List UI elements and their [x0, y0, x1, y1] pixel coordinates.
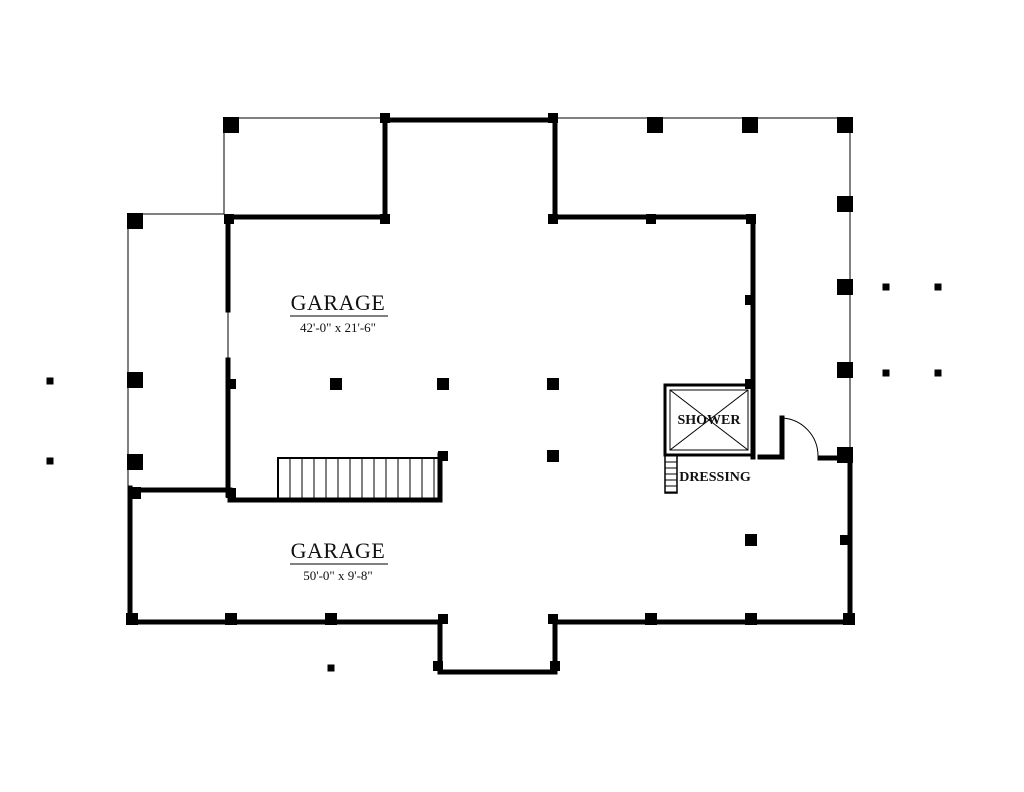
column [837, 362, 853, 378]
column [327, 664, 335, 672]
column [226, 488, 236, 498]
column [380, 214, 390, 224]
staircase [277, 457, 441, 501]
column [746, 214, 756, 224]
shower-fixture [669, 389, 749, 451]
column [433, 661, 443, 671]
column [129, 487, 141, 499]
column [882, 283, 890, 291]
column [840, 535, 850, 545]
column [646, 214, 656, 224]
column [550, 661, 560, 671]
column [547, 378, 559, 390]
column [742, 117, 758, 133]
column [647, 117, 663, 133]
column [226, 379, 236, 389]
column [225, 613, 237, 625]
column [837, 279, 853, 295]
column [837, 117, 853, 133]
column [437, 378, 449, 390]
column [745, 379, 755, 389]
column [438, 451, 448, 461]
column [380, 113, 390, 123]
garage-lower-name: GARAGE [291, 538, 386, 563]
garage-main-dimensions: 42'-0" x 21'-6" [300, 320, 376, 335]
garage-main-name: GARAGE [291, 290, 386, 315]
walls [127, 117, 853, 675]
column [330, 378, 342, 390]
column [837, 196, 853, 212]
door-swing-icon [781, 417, 819, 457]
column [224, 214, 234, 224]
shower-label: SHOWER [677, 413, 741, 428]
dressing-label: DRESSING [679, 470, 751, 485]
column [127, 454, 143, 470]
column [882, 369, 890, 377]
column [548, 214, 558, 224]
column [745, 534, 757, 546]
column [843, 613, 855, 625]
column [46, 377, 54, 385]
column [127, 213, 143, 229]
column [934, 369, 942, 377]
garage-main-label: GARAGE 42'-0" x 21'-6" [290, 290, 388, 335]
columns [46, 113, 942, 672]
column [837, 447, 853, 463]
column [934, 283, 942, 291]
garage-lower-label: GARAGE 50'-0" x 9'-8" [290, 538, 388, 583]
column [438, 614, 448, 624]
column [127, 372, 143, 388]
garage-lower-dimensions: 50'-0" x 9'-8" [303, 568, 372, 583]
column [46, 457, 54, 465]
column [223, 117, 239, 133]
column [325, 613, 337, 625]
column [548, 614, 558, 624]
dressing-steps [664, 454, 678, 494]
column [745, 295, 755, 305]
column [548, 113, 558, 123]
column [645, 613, 657, 625]
column [745, 613, 757, 625]
column [126, 613, 138, 625]
column [547, 450, 559, 462]
